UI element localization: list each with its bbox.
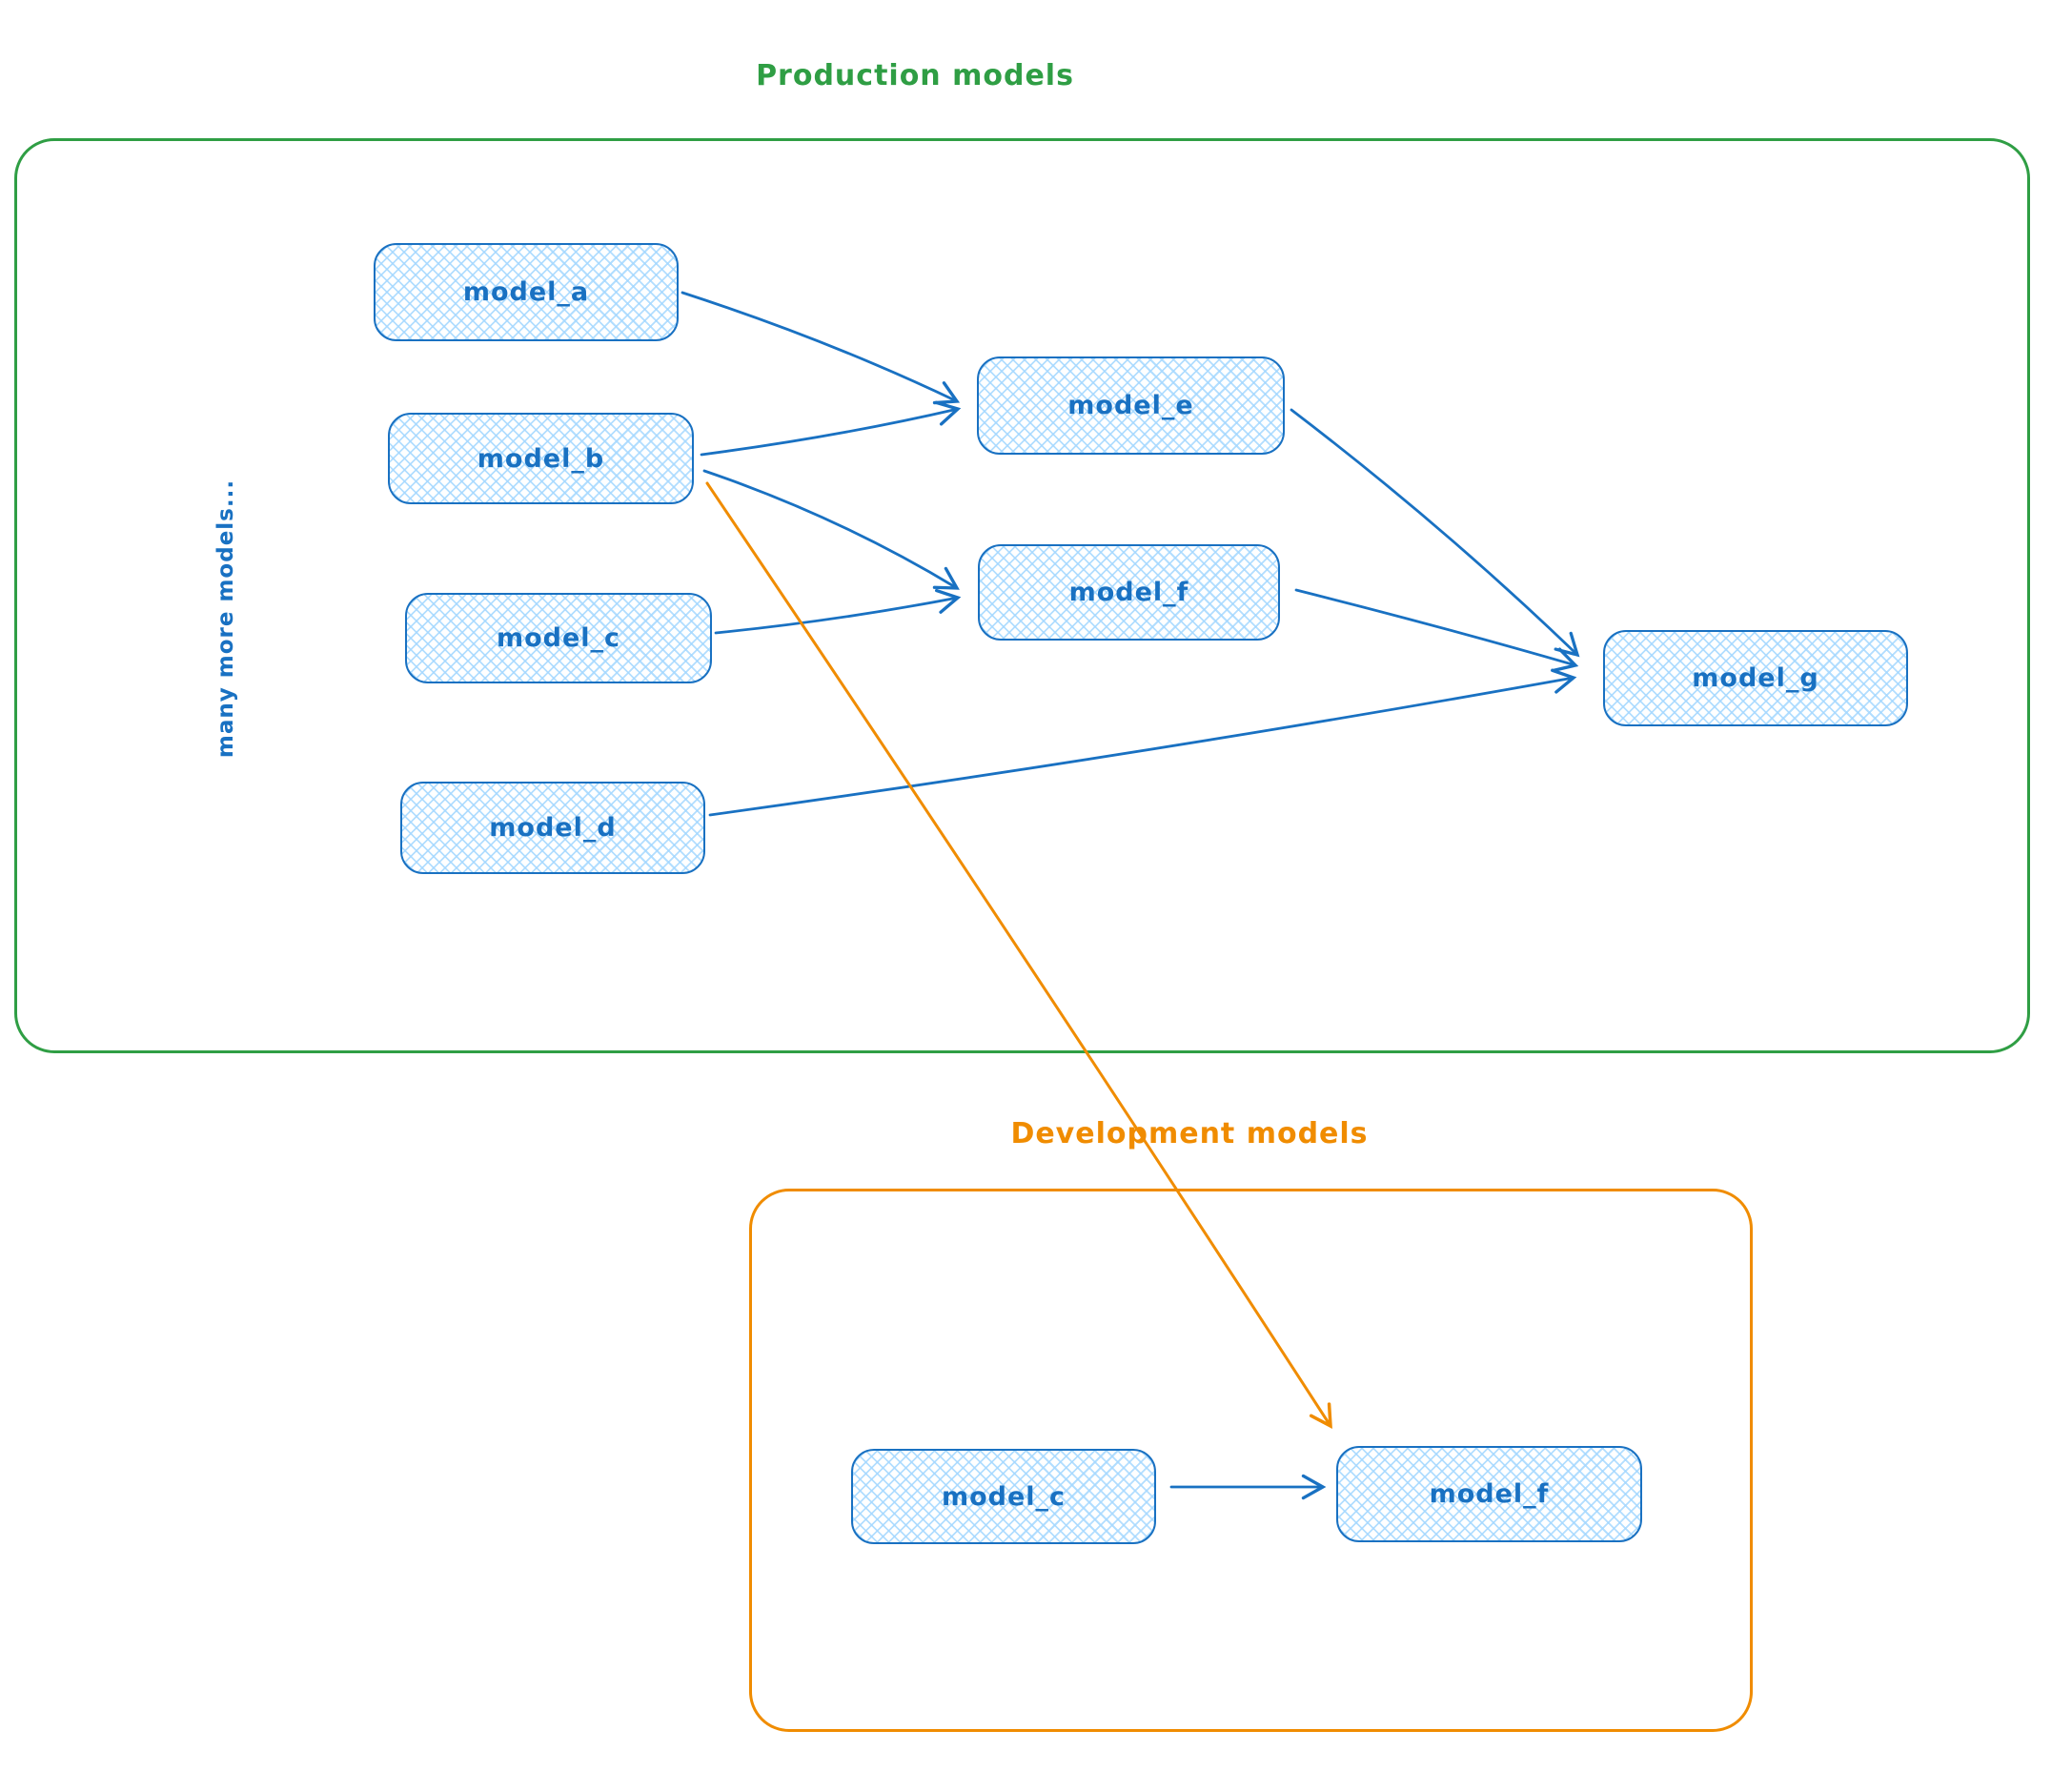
node-model-c: model_c	[405, 593, 712, 683]
node-model-f-label: model_f	[1068, 578, 1189, 607]
node-model-b: model_b	[388, 413, 694, 504]
node-model-a: model_a	[374, 243, 679, 341]
node-model-e: model_e	[977, 356, 1285, 455]
node-model-g-label: model_g	[1692, 663, 1819, 693]
node-model-c-label: model_c	[496, 623, 621, 653]
node-model-b-label: model_b	[477, 443, 605, 474]
node-model-d-label: model_d	[489, 813, 617, 843]
node-dev-model-c-label: model_c	[941, 1481, 1066, 1512]
node-model-g: model_g	[1603, 630, 1908, 726]
node-dev-model-f-label: model_f	[1429, 1479, 1550, 1509]
development-group-title: Development models	[1010, 1117, 1369, 1150]
node-model-e-label: model_e	[1067, 391, 1194, 420]
node-model-d: model_d	[400, 782, 705, 874]
node-dev-model-c: model_c	[851, 1449, 1156, 1544]
node-model-a-label: model_a	[462, 277, 590, 307]
many-more-models-note: many more models...	[213, 478, 238, 759]
node-dev-model-f: model_f	[1336, 1446, 1642, 1542]
node-model-f: model_f	[978, 544, 1280, 641]
production-group-title: Production models	[756, 59, 1074, 92]
